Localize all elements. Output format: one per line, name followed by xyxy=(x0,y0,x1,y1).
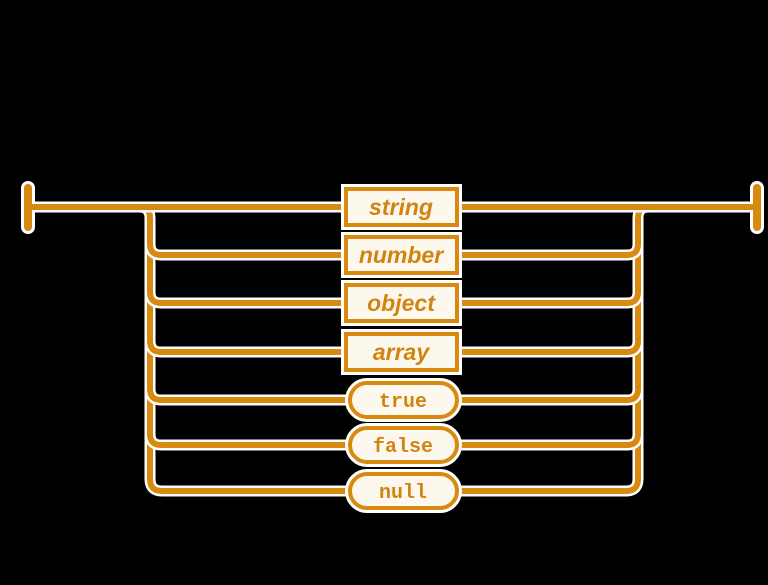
node-object: object xyxy=(341,280,462,326)
node-true-pill xyxy=(348,381,459,419)
node-string: string xyxy=(341,184,462,230)
node-string-label: string xyxy=(369,194,433,220)
node-array: array xyxy=(341,329,462,375)
node-string-box xyxy=(344,187,459,227)
node-null-label: null xyxy=(379,482,427,505)
node-null: null xyxy=(345,469,462,513)
node-false-label: false xyxy=(373,436,433,459)
node-true: true xyxy=(345,378,462,422)
node-true-label: true xyxy=(379,391,427,414)
node-false-pill xyxy=(348,426,459,464)
node-false: false xyxy=(345,423,462,467)
node-null-pill xyxy=(348,472,459,510)
node-number: number xyxy=(341,232,462,278)
node-number-label: number xyxy=(359,242,444,268)
node-number-box xyxy=(344,235,459,275)
node-object-box xyxy=(344,283,459,323)
node-array-box xyxy=(344,332,459,372)
node-array-label: array xyxy=(373,339,430,365)
node-object-label: object xyxy=(367,290,436,316)
